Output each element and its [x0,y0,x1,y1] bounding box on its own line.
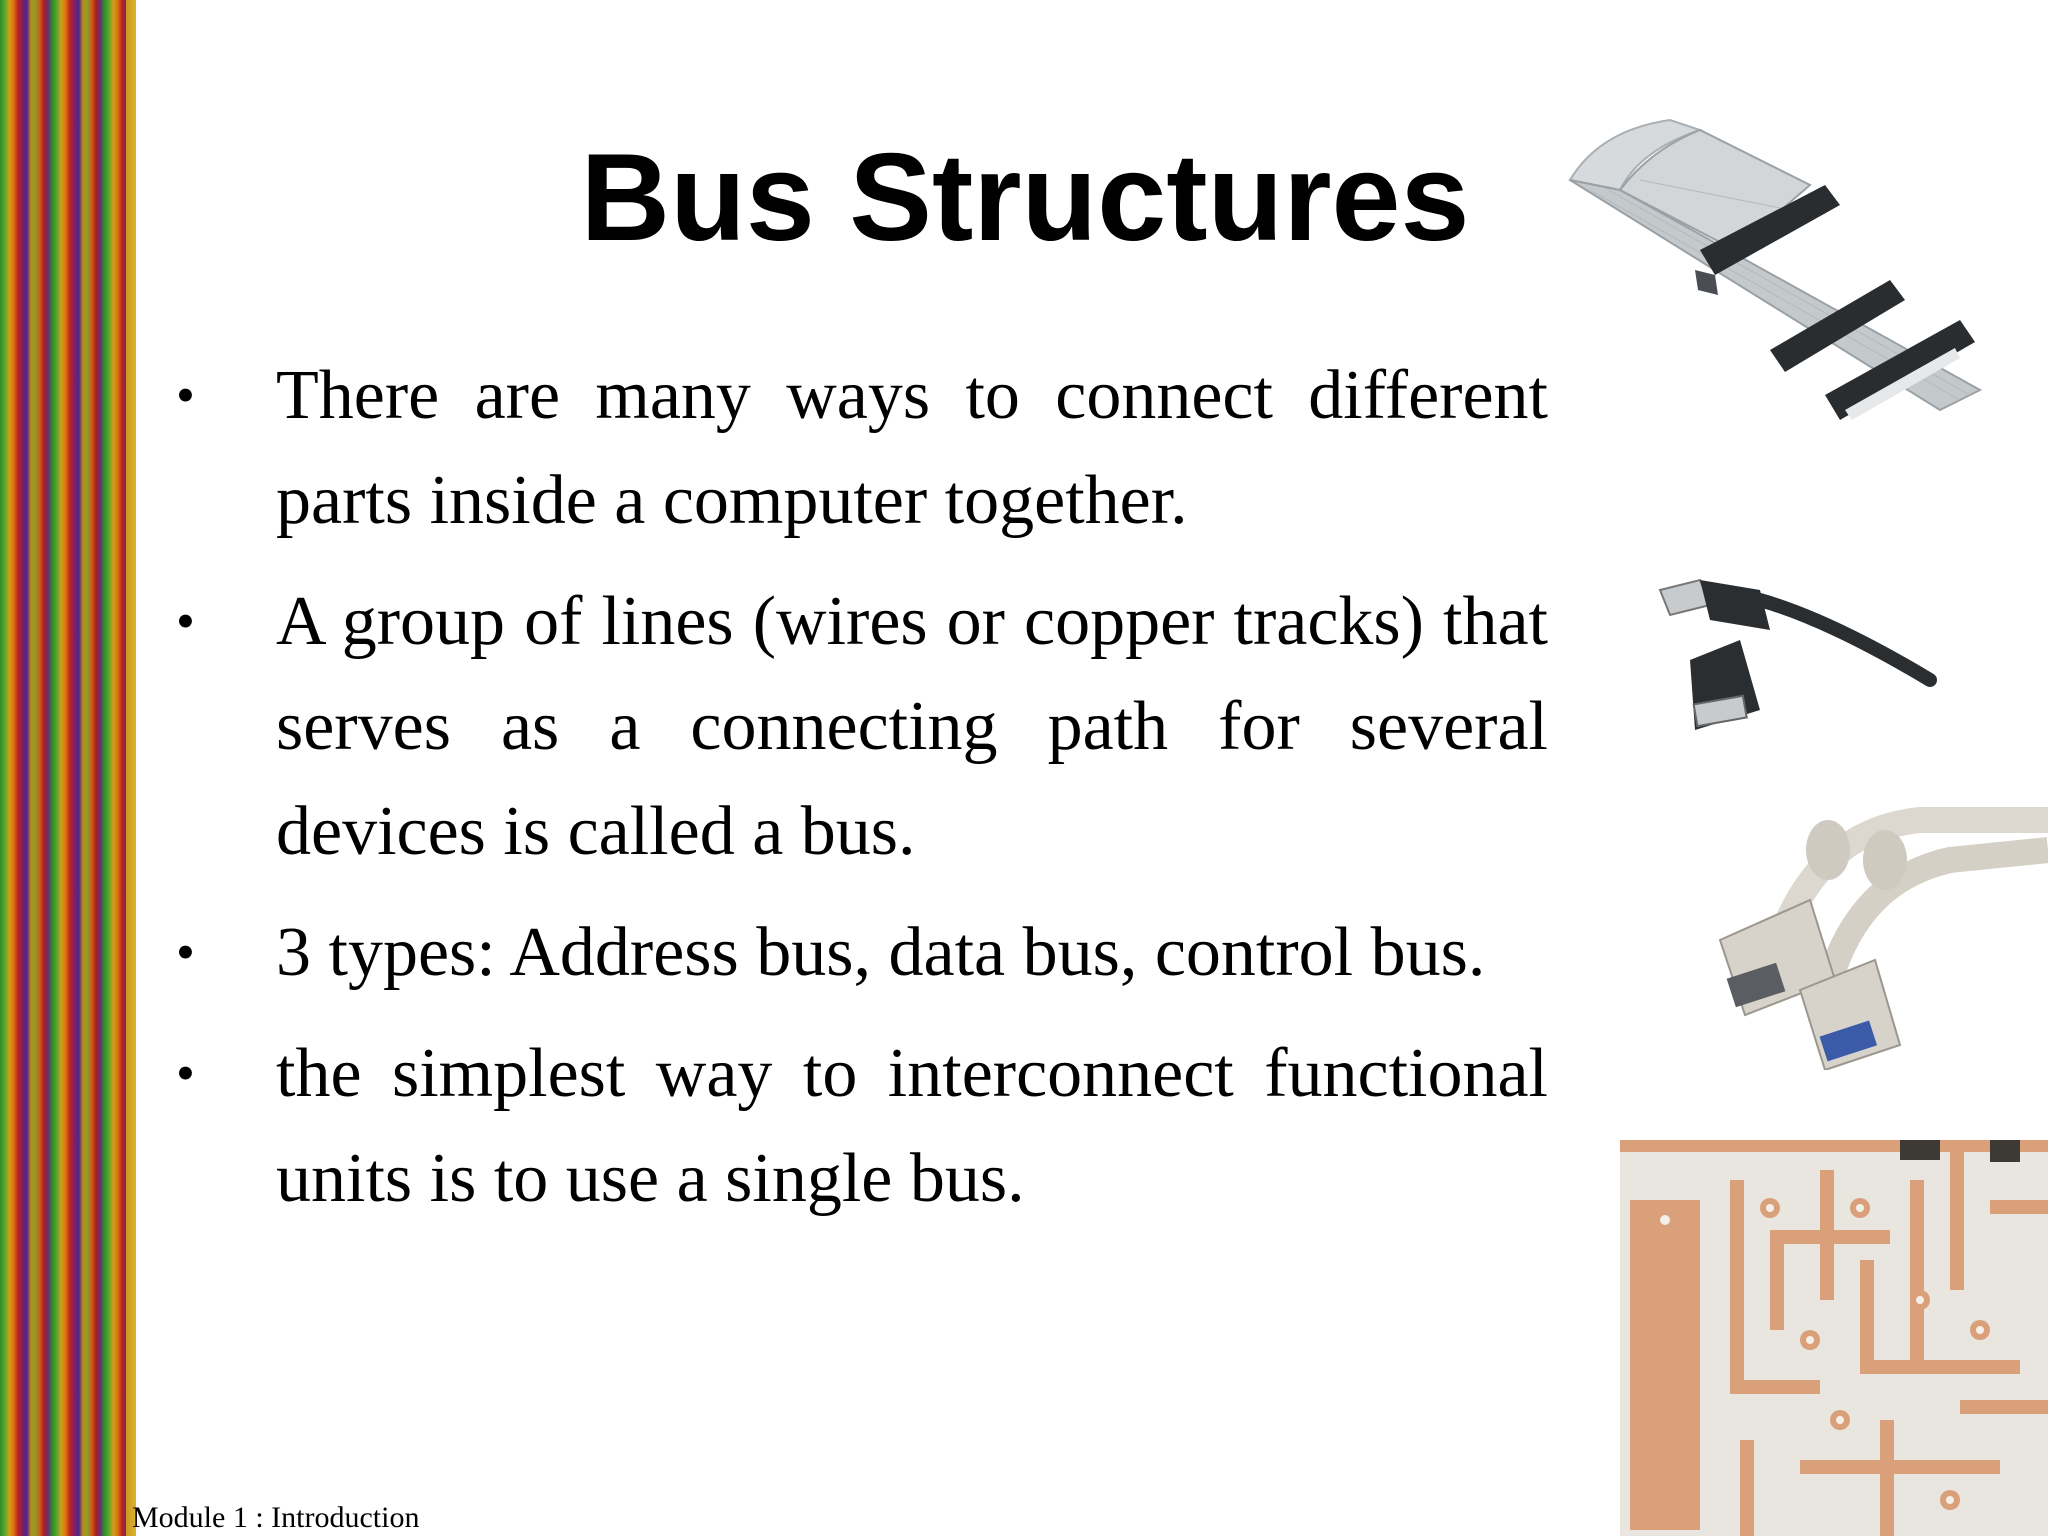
bullet-marker: • [176,591,195,651]
bullet-text: A group of lines (wires or copper tracks… [276,583,1548,870]
bullet-item: • 3 types: Address bus, data bus, contro… [168,900,1548,1005]
slide-title: Bus Structures [580,129,1470,267]
bullet-marker: • [176,1043,195,1103]
ribbon-cable-image [1568,118,1983,420]
bullet-item: • There are many ways to connect differe… [168,343,1548,553]
circuit-board-image [1620,1140,2048,1536]
bullet-item: • A group of lines (wires or copper trac… [168,569,1548,884]
bullet-item: • the simplest way to interconnect funct… [168,1021,1548,1231]
slide-footer: Module 1 : Introduction [132,1501,420,1534]
bullet-list: • There are many ways to connect differe… [168,343,1548,1247]
bullet-text: There are many ways to connect different… [276,357,1548,539]
bullet-text: the simplest way to interconnect functio… [276,1035,1548,1217]
decorative-stripe-band [0,0,136,1536]
bullet-marker: • [176,365,195,425]
bullet-marker: • [176,922,195,982]
usb-cable-image [1658,578,1937,730]
bullet-text: 3 types: Address bus, data bus, control … [276,914,1486,991]
vga-cable-image [1718,807,2048,1070]
